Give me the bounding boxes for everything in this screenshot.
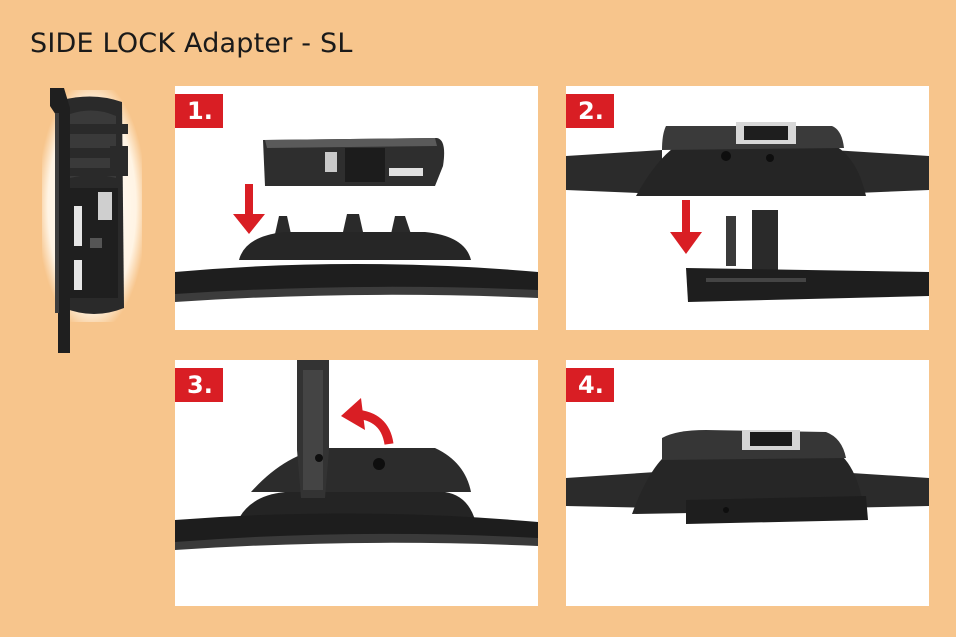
step-badge-3: 3.	[175, 368, 223, 402]
step-4-illustration	[566, 430, 929, 524]
down-arrow-icon	[670, 200, 702, 254]
step-1-illustration	[175, 138, 538, 302]
step-badge-2: 2.	[566, 94, 614, 128]
rotate-arrow-icon	[341, 398, 394, 445]
step-3-illustration	[175, 360, 538, 550]
down-arrow-icon	[233, 184, 265, 234]
step-panel-1: 1.	[175, 86, 538, 330]
step-panel-4: 4.	[566, 360, 929, 606]
adapter-reference-strip	[40, 88, 148, 637]
step-badge-4: 4.	[566, 368, 614, 402]
adapter-side-profile	[50, 88, 128, 353]
step-panel-3: 3.	[175, 360, 538, 606]
step-panel-2: 2.	[566, 86, 929, 330]
page-title: SIDE LOCK Adapter - SL	[30, 28, 353, 59]
step-badge-1: 1.	[175, 94, 223, 128]
step-2-illustration	[566, 122, 929, 302]
